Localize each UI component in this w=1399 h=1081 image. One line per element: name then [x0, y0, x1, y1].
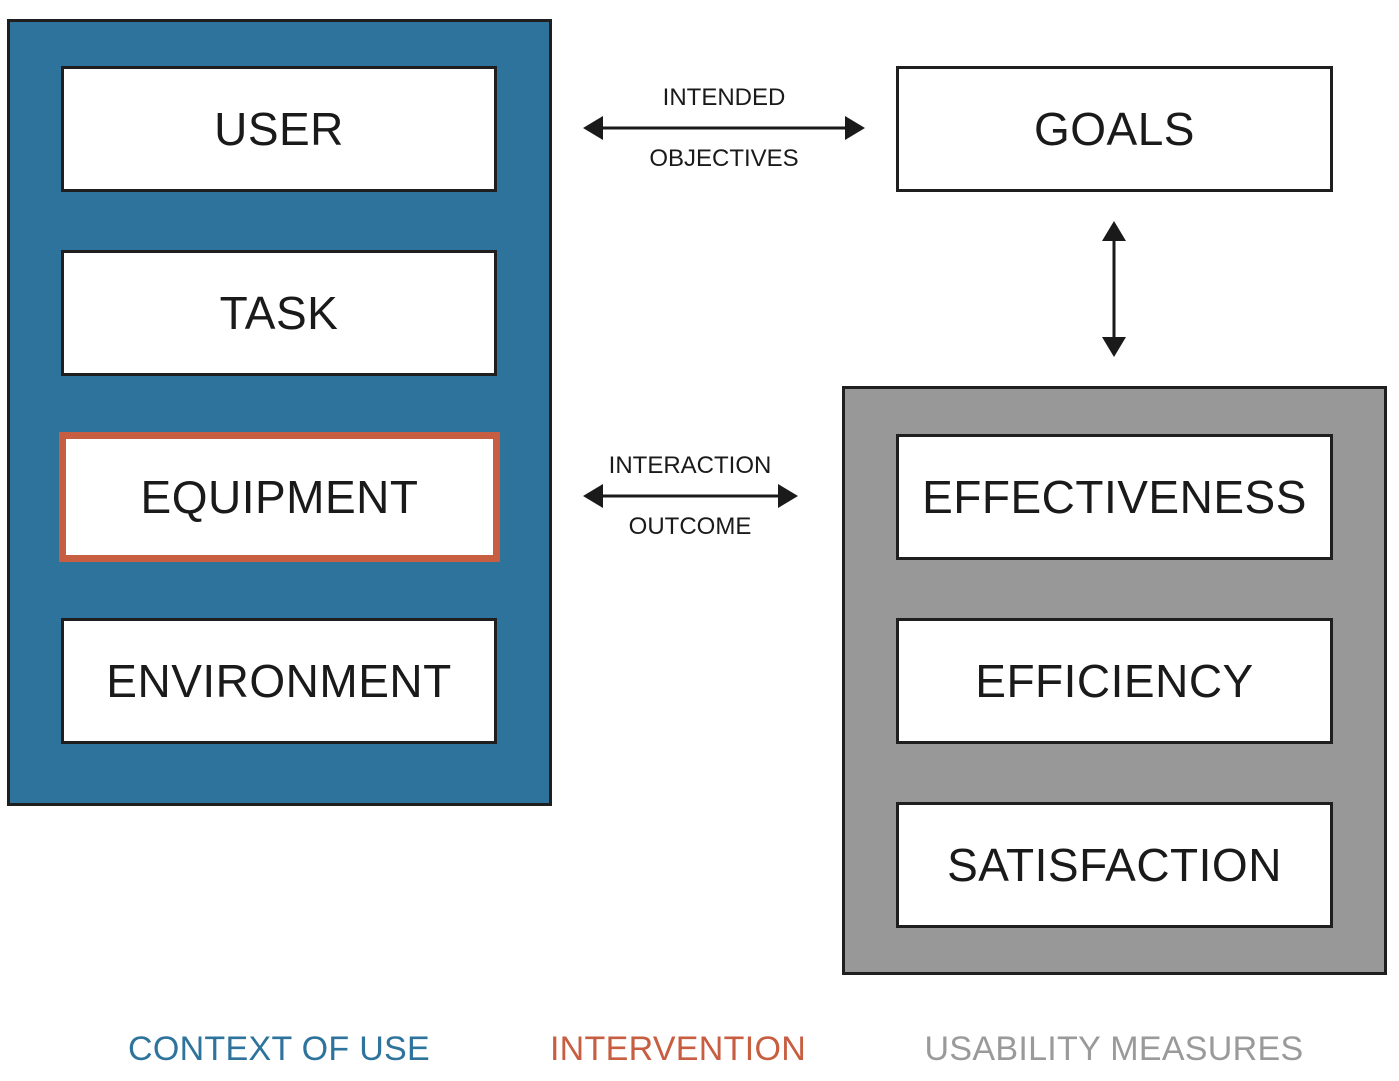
outcome-label: OUTCOME: [628, 513, 752, 540]
satisfaction-box: SATISFACTION: [896, 802, 1333, 928]
interaction-outcome-arrow-left-head: [583, 484, 603, 508]
intended-label: INTENDED: [662, 84, 786, 111]
interaction-label: INTERACTION: [608, 452, 772, 479]
user-box: USER: [61, 66, 497, 192]
goals-measures-arrow-bottom-head: [1102, 337, 1126, 357]
intended-objectives-arrow-right-head: [845, 116, 865, 140]
efficiency-box: EFFICIENCY: [896, 618, 1333, 744]
effectiveness-box: EFFECTIVENESS: [896, 434, 1333, 560]
goals-box: GOALS: [896, 66, 1333, 192]
interaction-outcome-arrow-right-head: [778, 484, 798, 508]
legend-intervention: INTERVENTION: [549, 1030, 807, 1068]
equipment-box: EQUIPMENT: [59, 432, 500, 562]
legend-usability-measures: USABILITY MEASURES: [924, 1030, 1304, 1068]
goals-measures-arrow-top-head: [1102, 221, 1126, 241]
legend-context-of-use: CONTEXT OF USE: [127, 1030, 431, 1068]
intended-objectives-arrow-left-head: [583, 116, 603, 140]
objectives-label: OBJECTIVES: [649, 145, 799, 172]
environment-box: ENVIRONMENT: [61, 618, 497, 744]
task-box: TASK: [61, 250, 497, 376]
